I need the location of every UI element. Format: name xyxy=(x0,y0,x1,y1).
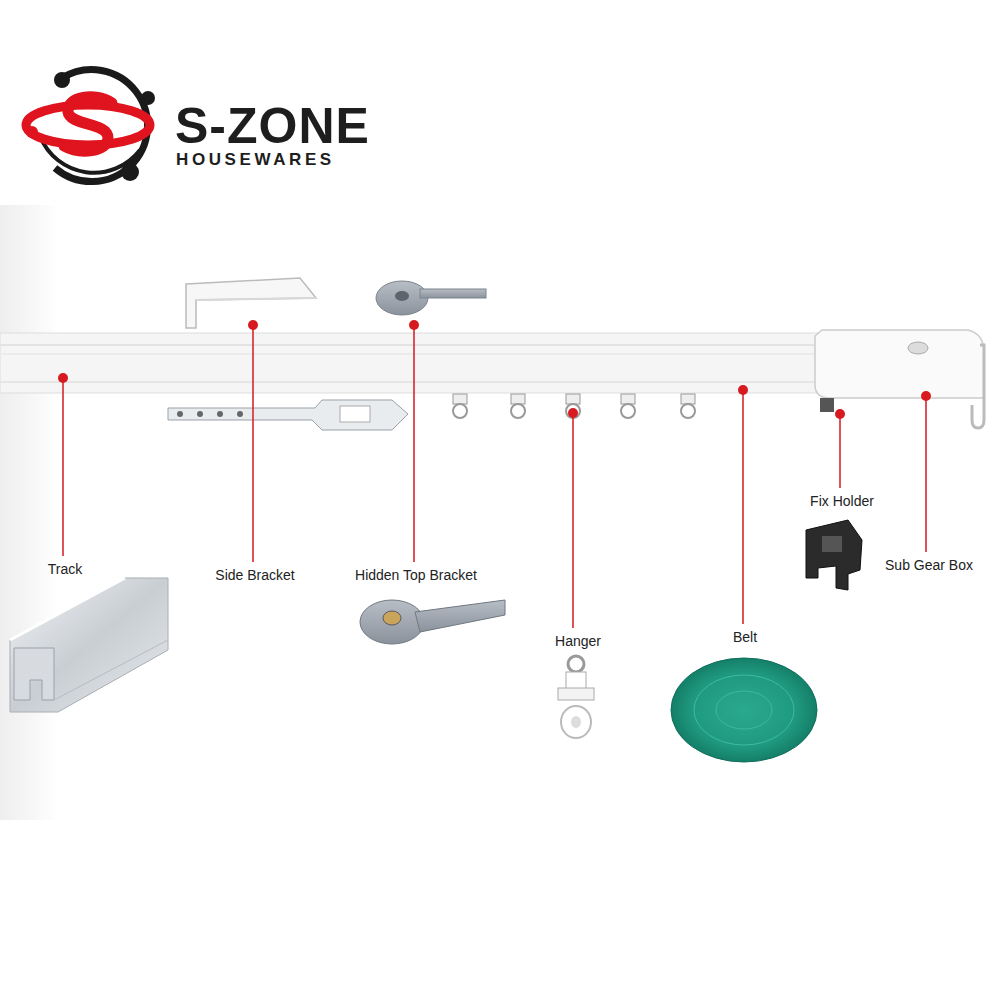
part-label: Track xyxy=(48,561,82,577)
part-label: Side Bracket xyxy=(215,567,294,583)
leader-lines-part xyxy=(925,396,927,552)
leader-dots-part xyxy=(921,391,931,401)
brand-subtitle: HOUSEWARES xyxy=(176,150,335,170)
hidden-top-bracket-part xyxy=(420,289,486,298)
track-profile-part xyxy=(10,578,168,712)
sub-gear-box xyxy=(815,330,984,428)
leader-lines-part xyxy=(742,390,744,624)
hangers-part-part xyxy=(566,394,580,404)
hidden-top-bracket-image xyxy=(360,600,505,644)
hangers-part-part xyxy=(511,394,525,404)
hangers-part-part xyxy=(566,404,580,418)
track-profile-part xyxy=(10,578,125,640)
logo-part xyxy=(54,72,70,88)
leader-dots xyxy=(58,320,931,419)
fix-holder-image-part xyxy=(806,520,862,590)
side-bracket-arm xyxy=(168,400,408,430)
track-profile xyxy=(10,578,168,712)
hidden-top-bracket-image-part xyxy=(415,600,505,632)
sub-gear-box-part xyxy=(972,345,984,428)
track-part xyxy=(0,344,822,346)
logo xyxy=(26,70,155,182)
side-bracket-arm-part xyxy=(168,400,408,430)
leader-dots-part xyxy=(738,385,748,395)
logo-part xyxy=(141,91,155,105)
hangers-part-part xyxy=(681,394,695,404)
leader-dots-part xyxy=(58,373,68,383)
hangers-part-part xyxy=(453,394,467,404)
leader-dots-part xyxy=(568,408,578,418)
hidden-top-bracket-part xyxy=(395,291,409,301)
hanger-image-part xyxy=(571,716,581,728)
part-label: Hidden Top Bracket xyxy=(355,567,477,583)
hidden-top-bracket xyxy=(376,281,486,315)
sub-gear-box-part xyxy=(820,398,834,412)
part-label: Fix Holder xyxy=(810,493,874,509)
hanger-image xyxy=(558,656,594,738)
side-bracket-arm-part xyxy=(177,411,183,417)
background-band xyxy=(0,205,1000,820)
part-label: Belt xyxy=(733,629,757,645)
hangers-part xyxy=(681,394,695,418)
brand-name: S-ZONE xyxy=(175,98,370,156)
leader-dots-part xyxy=(409,320,419,330)
hangers-part-part xyxy=(621,404,635,418)
hidden-top-bracket-image-part xyxy=(383,611,401,625)
side-bracket-arm-part xyxy=(340,406,370,422)
track-part xyxy=(0,333,822,393)
side-bracket-part xyxy=(196,298,316,300)
belt-reel-part xyxy=(694,675,794,745)
hangers-part-part xyxy=(681,404,695,418)
belt-reel-part xyxy=(716,691,772,729)
sub-gear-box-part xyxy=(908,342,928,354)
logo-part xyxy=(26,126,38,138)
side-bracket-arm-part xyxy=(217,411,223,417)
track-part xyxy=(0,353,822,355)
part-label: Sub Gear Box xyxy=(885,557,973,573)
leader-lines xyxy=(63,325,926,628)
leader-lines-part xyxy=(413,325,415,562)
logo-part xyxy=(121,163,139,181)
side-bracket-arm-part xyxy=(237,411,243,417)
part-label: Hanger xyxy=(555,633,601,649)
fix-holder-image xyxy=(806,520,862,590)
hanger-image-part xyxy=(568,656,584,672)
track-part xyxy=(0,381,822,383)
hangers-part-part xyxy=(621,394,635,404)
hanger-image-part xyxy=(561,706,591,738)
fix-holder-image-part xyxy=(822,536,842,552)
leader-lines-part xyxy=(252,325,254,562)
hangers-part xyxy=(511,394,525,418)
hangers-part xyxy=(566,394,580,418)
leader-lines-part xyxy=(62,378,64,556)
hangers-part-part xyxy=(511,404,525,418)
leader-dots-part xyxy=(248,320,258,330)
hangers xyxy=(453,394,695,418)
hangers-part xyxy=(453,394,467,418)
leader-lines-part xyxy=(572,413,574,628)
hangers-part-part xyxy=(453,404,467,418)
sub-gear-box-part xyxy=(815,330,984,398)
belt-reel-part xyxy=(671,658,817,762)
belt-reel xyxy=(671,658,817,762)
side-bracket-arm-part xyxy=(197,411,203,417)
track-profile-part xyxy=(54,640,168,700)
hidden-top-bracket-image-part xyxy=(360,600,424,644)
track xyxy=(0,333,822,393)
logo-part xyxy=(55,70,148,182)
hanger-image-part xyxy=(558,688,594,700)
leader-dots-part xyxy=(835,409,845,419)
leader-lines-part xyxy=(839,414,841,488)
logo-part xyxy=(64,97,112,151)
hangers-part xyxy=(621,394,635,418)
track-profile-part xyxy=(14,648,54,700)
